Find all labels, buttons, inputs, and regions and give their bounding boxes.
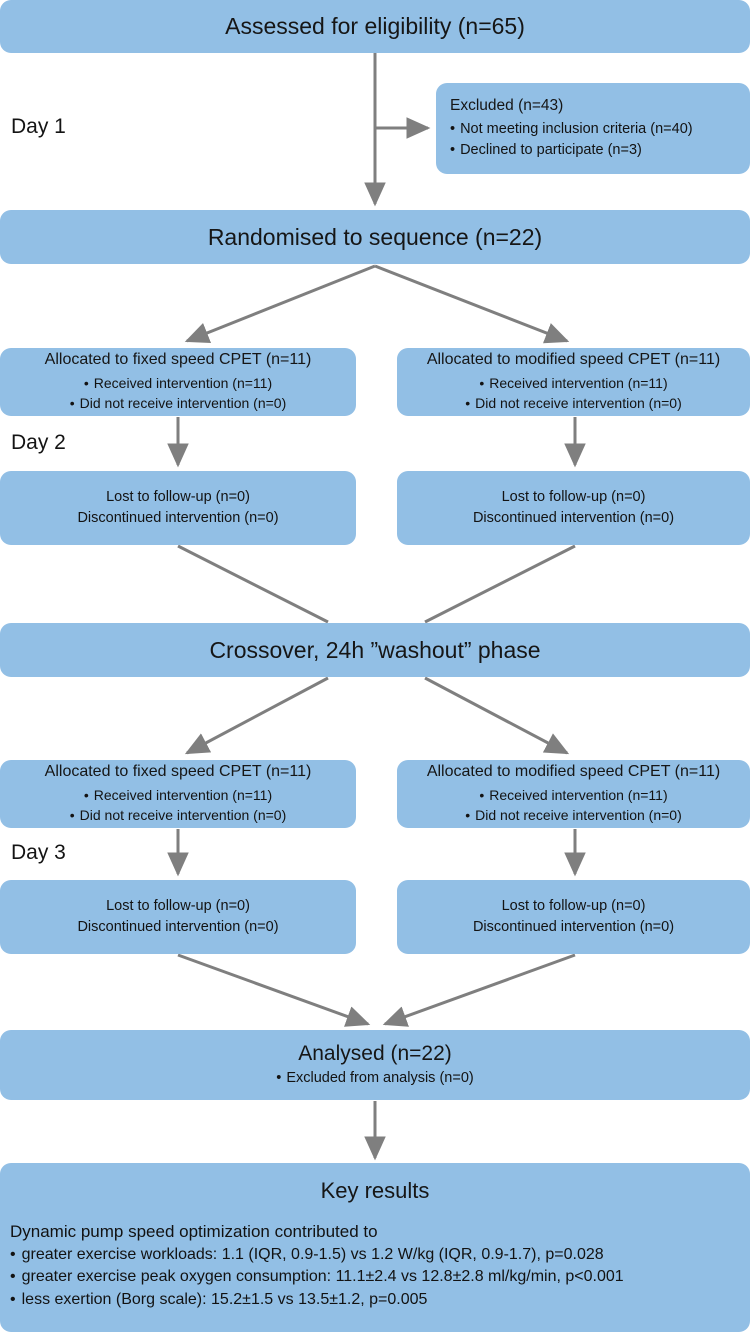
line-lost-b1-to-crossover	[424, 544, 576, 624]
box-lost-to-followup-fixed-day3: Lost to follow-up (n=0) Discontinued int…	[0, 880, 356, 954]
key-results-bullets: greater exercise workloads: 1.1 (IQR, 0.…	[0, 1244, 750, 1312]
list-item: greater exercise workloads: 1.1 (IQR, 0.…	[10, 1244, 750, 1267]
arrow-crossover-to-alloc-b2	[424, 676, 570, 755]
list-item: Not meeting inclusion criteria (n=40)	[450, 119, 750, 140]
arrow-lost-b2-to-analysed	[382, 953, 576, 1027]
box-crossover-washout: Crossover, 24h ”washout” phase	[0, 623, 750, 677]
box-allocated-modified-speed-day3-title: Allocated to modified speed CPET (n=11)	[426, 763, 721, 781]
list-item: Received intervention (n=11)	[0, 374, 356, 394]
box-allocated-fixed-speed-day3-bullets: Received intervention (n=11) Did not rec…	[0, 786, 356, 826]
box-key-results-title: Key results	[320, 1178, 430, 1203]
day-label-2: Day 2	[11, 431, 66, 454]
box-allocated-fixed-speed-day2-title: Allocated to fixed speed CPET (n=11)	[44, 351, 312, 369]
box-lost-to-followup-modified-day2-lines: Lost to follow-up (n=0) Discontinued int…	[397, 487, 750, 529]
list-item: greater exercise peak oxygen consumption…	[10, 1266, 750, 1289]
list-item: Did not receive intervention (n=0)	[397, 394, 750, 414]
box-analysed-title: Analysed (n=22)	[298, 1042, 452, 1066]
list-item: Received intervention (n=11)	[397, 786, 750, 806]
text-line: Discontinued intervention (n=0)	[472, 510, 675, 526]
box-allocated-fixed-speed-day3: Allocated to fixed speed CPET (n=11) Rec…	[0, 760, 356, 828]
box-analysed-bullets: Excluded from analysis (n=0)	[0, 1068, 750, 1089]
box-excluded-bullets: Not meeting inclusion criteria (n=40) De…	[450, 119, 750, 161]
box-allocated-modified-speed-day2-bullets: Received intervention (n=11) Did not rec…	[397, 374, 750, 414]
text-line: Lost to follow-up (n=0)	[106, 897, 250, 914]
box-lost-to-followup-fixed-day2: Lost to follow-up (n=0) Discontinued int…	[0, 471, 356, 545]
box-allocated-fixed-speed-day2: Allocated to fixed speed CPET (n=11) Rec…	[0, 348, 356, 416]
list-item: Received intervention (n=11)	[397, 374, 750, 394]
text-line: Discontinued intervention (n=0)	[472, 919, 675, 935]
day-label-3: Day 3	[11, 841, 66, 864]
day-label-1: Day 1	[11, 115, 66, 138]
box-lost-to-followup-fixed-day2-lines: Lost to follow-up (n=0) Discontinued int…	[0, 487, 356, 529]
box-allocated-modified-speed-day3: Allocated to modified speed CPET (n=11) …	[397, 760, 750, 828]
list-item: Did not receive intervention (n=0)	[397, 806, 750, 826]
text-line: Discontinued intervention (n=0)	[77, 510, 279, 526]
arrow-crossover-to-alloc-a2	[184, 676, 329, 755]
text-line: Lost to follow-up (n=0)	[106, 488, 250, 505]
box-allocated-modified-speed-day2: Allocated to modified speed CPET (n=11) …	[397, 348, 750, 416]
list-item: Declined to participate (n=3)	[450, 140, 750, 161]
arrow-randomised-to-alloc-b1	[374, 264, 570, 344]
list-item: Did not receive intervention (n=0)	[0, 806, 356, 826]
box-randomised-title: Randomised to sequence (n=22)	[207, 223, 543, 250]
box-key-results: Key results Dynamic pump speed optimizat…	[0, 1163, 750, 1332]
line-lost-a1-to-crossover	[177, 544, 329, 624]
box-randomised-to-sequence: Randomised to sequence (n=22)	[0, 210, 750, 264]
text-line: Lost to follow-up (n=0)	[501, 488, 646, 505]
box-analysed: Analysed (n=22) Excluded from analysis (…	[0, 1030, 750, 1100]
list-item: Did not receive intervention (n=0)	[0, 394, 356, 414]
list-item: less exertion (Borg scale): 15.2±1.5 vs …	[10, 1289, 750, 1312]
arrow-lost-a2-to-analysed	[177, 953, 371, 1027]
key-results-intro: Dynamic pump speed optimization contribu…	[10, 1221, 378, 1241]
arrow-randomised-to-alloc-a1	[184, 264, 376, 344]
box-excluded-title: Excluded (n=43)	[450, 97, 564, 115]
text-line: Discontinued intervention (n=0)	[77, 919, 279, 935]
text-line: Lost to follow-up (n=0)	[501, 897, 646, 914]
box-assessed-for-eligibility: Assessed for eligibility (n=65)	[0, 0, 750, 53]
box-assessed-title: Assessed for eligibility (n=65)	[225, 13, 525, 40]
box-allocated-fixed-speed-day2-bullets: Received intervention (n=11) Did not rec…	[0, 374, 356, 414]
box-lost-to-followup-modified-day3: Lost to follow-up (n=0) Discontinued int…	[397, 880, 750, 954]
list-item: Received intervention (n=11)	[0, 786, 356, 806]
list-item: Excluded from analysis (n=0)	[0, 1068, 750, 1089]
box-lost-to-followup-modified-day2: Lost to follow-up (n=0) Discontinued int…	[397, 471, 750, 545]
box-excluded: Excluded (n=43) Not meeting inclusion cr…	[436, 83, 750, 174]
box-allocated-fixed-speed-day3-title: Allocated to fixed speed CPET (n=11)	[44, 763, 312, 781]
box-allocated-modified-speed-day3-bullets: Received intervention (n=11) Did not rec…	[397, 786, 750, 826]
box-lost-to-followup-fixed-day3-lines: Lost to follow-up (n=0) Discontinued int…	[0, 896, 356, 938]
box-crossover-title: Crossover, 24h ”washout” phase	[209, 636, 541, 663]
box-lost-to-followup-modified-day3-lines: Lost to follow-up (n=0) Discontinued int…	[397, 896, 750, 938]
box-allocated-modified-speed-day2-title: Allocated to modified speed CPET (n=11)	[426, 351, 721, 369]
